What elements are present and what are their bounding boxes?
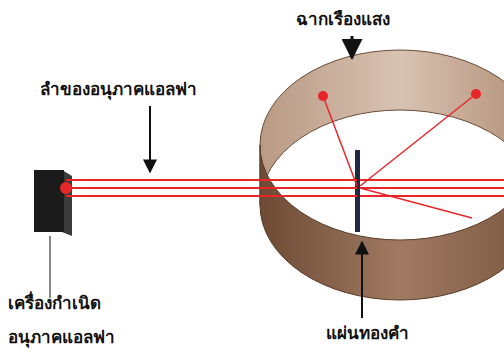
leader-arrow [361,242,363,318]
foil-label: แผ่นทองคำ [326,322,466,344]
screen-label: ฉากเรืองแสง [296,8,426,30]
leader-arrow [149,106,151,172]
flash-dot [318,91,328,101]
leader-arrow [351,36,354,58]
beam-label: ลำของอนุภาคแอลฟา [40,78,240,100]
scattered-rays [323,94,476,218]
alpha-beam [66,180,504,196]
generator-label: เครื่องกำเนิด อนุภาคแอลฟา [8,286,158,354]
alpha-generator [34,170,64,232]
gold-foil [355,150,360,232]
flash-dot [471,89,481,99]
leader-line [50,236,51,298]
screen-back [260,50,504,205]
